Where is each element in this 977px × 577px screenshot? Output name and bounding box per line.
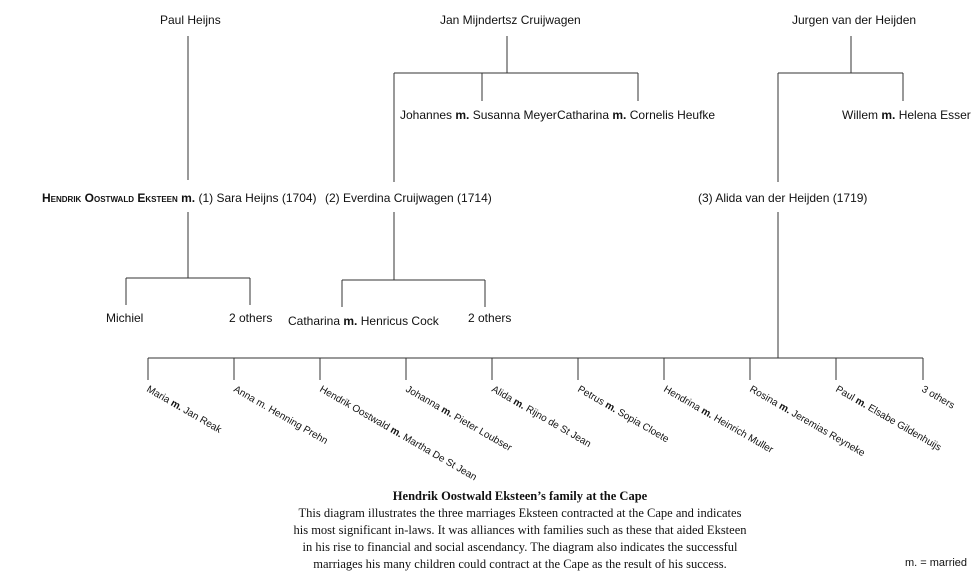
wife-1: (1) Sara Heijns (1704)	[198, 191, 317, 205]
parent-jurgen-heijden: Jurgen van der Heijden	[792, 13, 917, 27]
inlaw-johannes: Johannes m. Susanna Meyer	[400, 108, 557, 122]
caption-title: Hendrik Oostwald Eksteen’s family at the…	[392, 489, 648, 503]
wife-3: (3) Alida van der Heijden (1719)	[698, 191, 868, 205]
caption-line: in his rise to financial and social asce…	[302, 540, 738, 554]
caption-line: his most significant in-laws. It was all…	[293, 523, 747, 537]
children1-others: 2 others	[229, 311, 273, 325]
diagram-caption: Hendrik Oostwald Eksteen’s family at the…	[240, 488, 800, 573]
inlaw-willem: Willem m. Helena Esser	[842, 108, 971, 122]
main-eksteen-marriage-1: Hendrik Oostwald Eksteen m. (1) Sara Hei…	[42, 191, 317, 205]
children2-others: 2 others	[468, 311, 512, 325]
parent-jan-cruijwagen: Jan Mijndertsz Cruijwagen	[440, 13, 581, 27]
wife-2: (2) Everdina Cruijwagen (1714)	[325, 191, 492, 205]
parent-paul-heijns: Paul Heijns	[160, 13, 221, 27]
main-person-name: Hendrik Oostwald Eksteen	[42, 191, 178, 205]
caption-line: marriages his many children could contra…	[313, 557, 727, 571]
legend-married: m. = married	[905, 557, 968, 569]
inlaw-catharina: Catharina m. Cornelis Heufke	[557, 108, 716, 122]
caption-line: This diagram illustrates the three marri…	[298, 506, 742, 520]
child-michiel: Michiel	[106, 311, 144, 325]
child-catharina: Catharina m. Henricus Cock	[288, 314, 439, 328]
